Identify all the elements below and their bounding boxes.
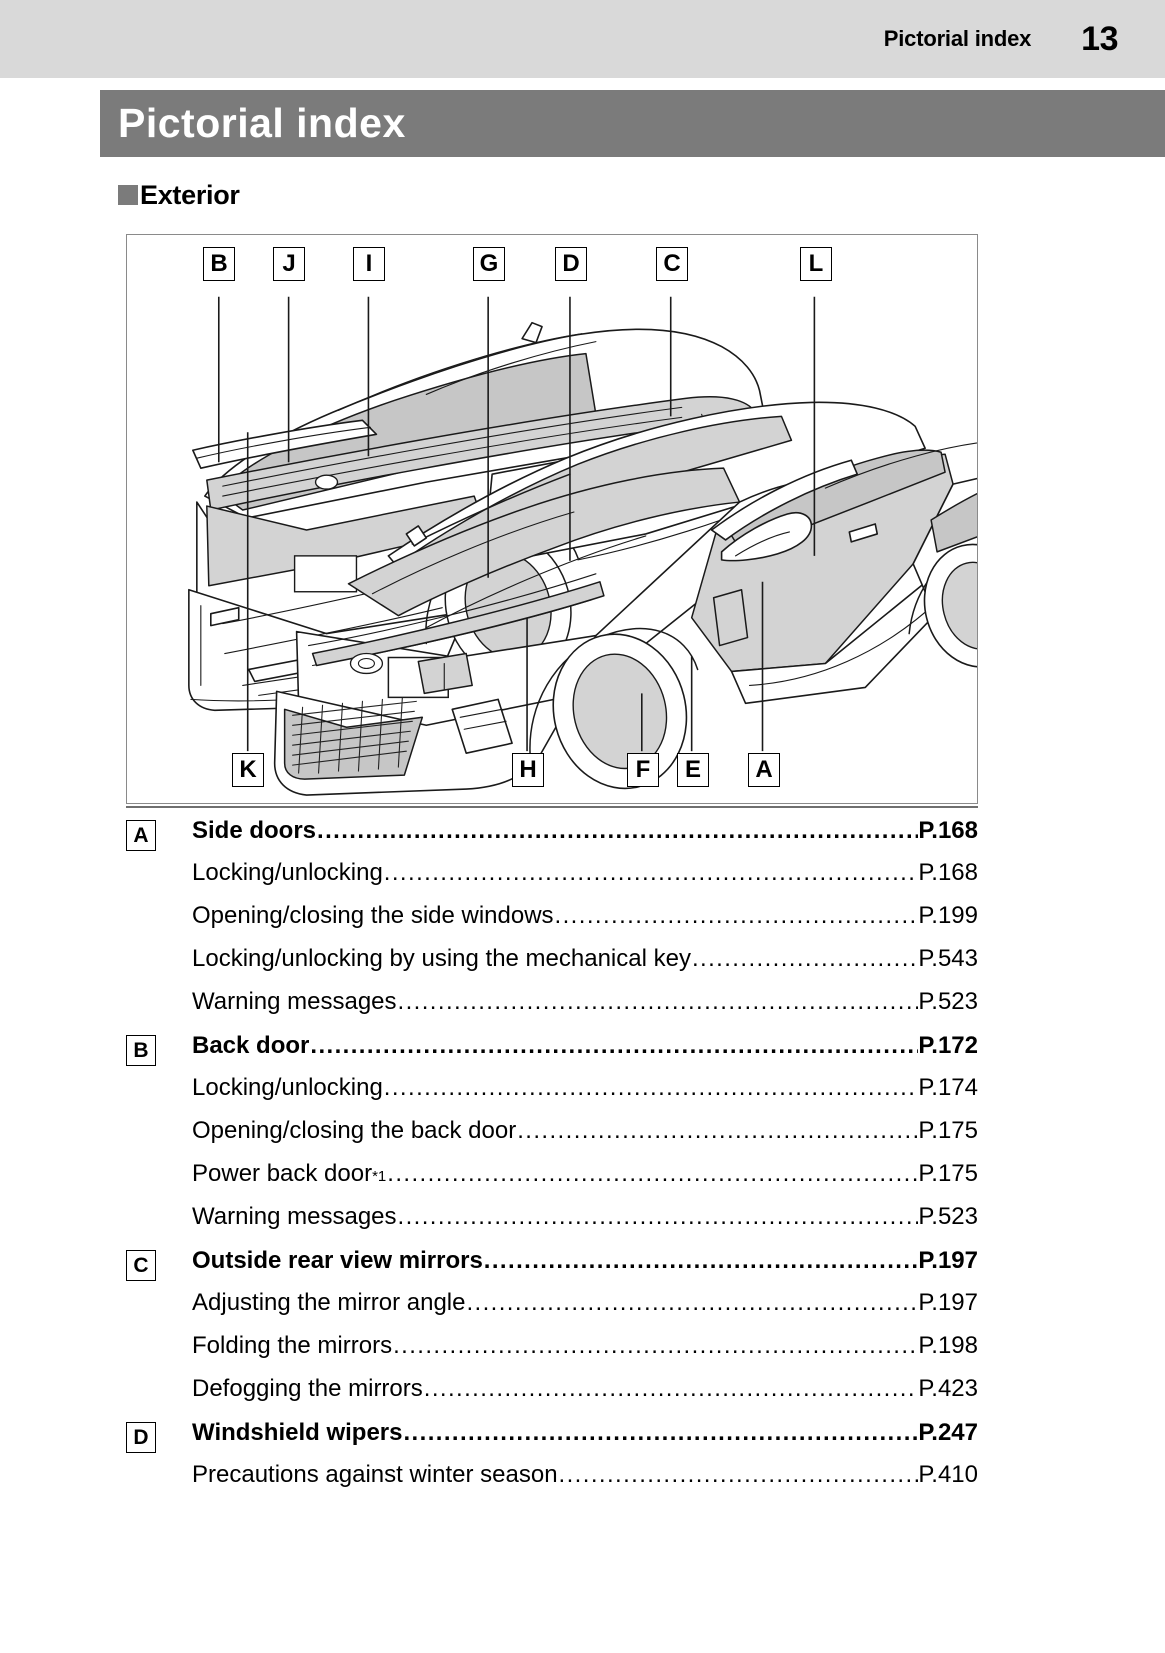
- index-entry-sub[interactable]: Opening/closing the back door...........…: [126, 1117, 978, 1160]
- callout-box-h: H: [512, 753, 544, 787]
- index-entry-sub[interactable]: Power back door*1.......................…: [192, 1160, 978, 1187]
- index-marker-d: D: [126, 1422, 156, 1453]
- index-marker-a: A: [126, 820, 156, 851]
- index-entry-page-ref[interactable]: P.199: [918, 902, 978, 929]
- index-entry-page-ref[interactable]: P.423: [918, 1375, 978, 1402]
- leader-dots: ........................................…: [483, 1246, 919, 1274]
- leader-dots: ........................................…: [558, 1461, 919, 1488]
- index-entry-sub[interactable]: Locking/unlocking.......................…: [126, 1074, 978, 1117]
- section-heading-label: Exterior: [140, 179, 240, 210]
- callout-box-d: D: [555, 247, 587, 281]
- index-entry-page-ref[interactable]: P.523: [918, 988, 978, 1015]
- leader-dots: ........................................…: [554, 902, 919, 929]
- index-entry-page-ref[interactable]: P.410: [918, 1461, 978, 1488]
- vehicle-exterior-diagram: .ln { fill:none; stroke:#1a1a1a; stroke-…: [188, 296, 977, 796]
- index-marker-b: B: [126, 1035, 156, 1066]
- leader-dots: ........................................…: [310, 1031, 918, 1059]
- page-number: 13: [1081, 19, 1118, 58]
- index-entry-page-ref[interactable]: P.168: [918, 859, 978, 886]
- leader-dots: ........................................…: [397, 1203, 919, 1230]
- index-entry-sub[interactable]: Precautions against winter season.......…: [126, 1461, 978, 1504]
- index-entry-label: Defogging the mirrors: [192, 1375, 423, 1402]
- callout-box-b: B: [203, 247, 235, 281]
- index-entry-page-ref[interactable]: P.197: [918, 1289, 978, 1316]
- index-marker-c: C: [126, 1250, 156, 1281]
- index-entry-label: Adjusting the mirror angle: [192, 1289, 466, 1316]
- leader-dots: ........................................…: [403, 1418, 918, 1446]
- callout-box-a: A: [748, 753, 780, 787]
- index-entry-sub[interactable]: Defogging the mirrors...................…: [126, 1375, 978, 1418]
- index-entry-page-ref[interactable]: P.197: [918, 1246, 978, 1274]
- index-entry-page-ref[interactable]: P.168: [918, 816, 978, 844]
- index-entry-label: Side doors: [192, 816, 317, 844]
- index-entry-sub[interactable]: Locking/unlocking by using the mechanica…: [126, 945, 978, 988]
- callout-leader-lines-bottom: [246, 432, 764, 752]
- leader-dots: ........................................…: [387, 1160, 918, 1187]
- index-entry-label: Warning messages: [192, 988, 397, 1015]
- index-entry-main[interactable]: B Back door..............................…: [126, 1031, 978, 1074]
- index-entry-page-ref[interactable]: P.175: [918, 1117, 978, 1144]
- callout-leader-lines-top: [217, 296, 816, 578]
- index-entry-label: Windshield wipers: [192, 1418, 403, 1446]
- front-view-vehicle: [273, 401, 977, 796]
- leader-dots: ........................................…: [423, 1375, 919, 1402]
- callout-box-i: I: [353, 247, 385, 281]
- index-entry-page-ref[interactable]: P.198: [918, 1332, 978, 1359]
- leader-dots: ........................................…: [691, 945, 918, 972]
- index-entry-sub[interactable]: Adjusting the mirror angle..............…: [126, 1289, 978, 1332]
- index-entry-main[interactable]: D Windshield wipers......................…: [126, 1418, 978, 1461]
- index-entry-label: Opening/closing the back door: [192, 1117, 517, 1144]
- index-entry-page-ref[interactable]: P.172: [918, 1031, 978, 1059]
- running-header-title: Pictorial index: [883, 26, 1032, 51]
- index-entry-main[interactable]: C Outside rear view mirrors..............…: [126, 1246, 978, 1289]
- index-entry-label: Back door: [192, 1031, 310, 1059]
- index-entry-label: Power back door: [192, 1160, 373, 1187]
- index-entry-label: Precautions against winter season: [192, 1461, 558, 1488]
- chapter-title: Pictorial index: [118, 100, 406, 146]
- index-entry-label: Opening/closing the side windows: [192, 902, 554, 929]
- index-entry-label: Folding the mirrors: [192, 1332, 393, 1359]
- running-header: Pictorial index 13: [0, 0, 1165, 78]
- leader-dots: ........................................…: [397, 988, 919, 1015]
- callout-box-c: C: [656, 247, 688, 281]
- leader-dots: ........................................…: [317, 816, 919, 844]
- index-entry-main[interactable]: A Side doors.............................…: [126, 816, 978, 859]
- callout-box-e: E: [677, 753, 709, 787]
- callout-box-l: L: [800, 247, 832, 281]
- index-entry-label: Outside rear view mirrors: [192, 1246, 483, 1274]
- index-divider: [126, 806, 978, 808]
- index-entry-sub[interactable]: Folding the mirrors.....................…: [126, 1332, 978, 1375]
- callout-box-j: J: [273, 247, 305, 281]
- leader-dots: ........................................…: [383, 1074, 919, 1101]
- exterior-illustration-panel: .ln { fill:none; stroke:#1a1a1a; stroke-…: [126, 234, 978, 804]
- index-entry-page-ref[interactable]: P.175: [918, 1160, 978, 1187]
- index-entry-sub[interactable]: Locking/unlocking.......................…: [126, 859, 978, 902]
- index-entry-page-ref[interactable]: P.543: [918, 945, 978, 972]
- index-entry-label: Locking/unlocking: [192, 1074, 383, 1101]
- index-entry-label: Locking/unlocking by using the mechanica…: [192, 945, 691, 972]
- index-entry-page-ref[interactable]: P.174: [918, 1074, 978, 1101]
- index-entry-page-ref[interactable]: P.247: [918, 1418, 978, 1446]
- index-entry-label: Warning messages: [192, 1203, 397, 1230]
- index-entry-sub[interactable]: Warning messages........................…: [126, 1203, 978, 1246]
- index-entry-sub[interactable]: Warning messages........................…: [126, 988, 978, 1031]
- square-bullet-icon: [118, 185, 138, 205]
- leader-dots: ........................................…: [383, 859, 919, 886]
- callout-box-g: G: [473, 247, 505, 281]
- chapter-banner: Pictorial index: [100, 90, 1165, 157]
- callout-box-k: K: [232, 753, 264, 787]
- index-entry-sub[interactable]: Opening/closing the side windows........…: [126, 902, 978, 945]
- leader-dots: ........................................…: [517, 1117, 919, 1144]
- callout-box-f: F: [627, 753, 659, 787]
- pictorial-index-list: A Side doors.............................…: [126, 806, 978, 1504]
- index-entry-page-ref[interactable]: P.523: [918, 1203, 978, 1230]
- index-entry-label: Locking/unlocking: [192, 859, 383, 886]
- section-heading: Exterior: [118, 175, 240, 215]
- leader-dots: ........................................…: [393, 1332, 918, 1359]
- leader-dots: ........................................…: [466, 1289, 919, 1316]
